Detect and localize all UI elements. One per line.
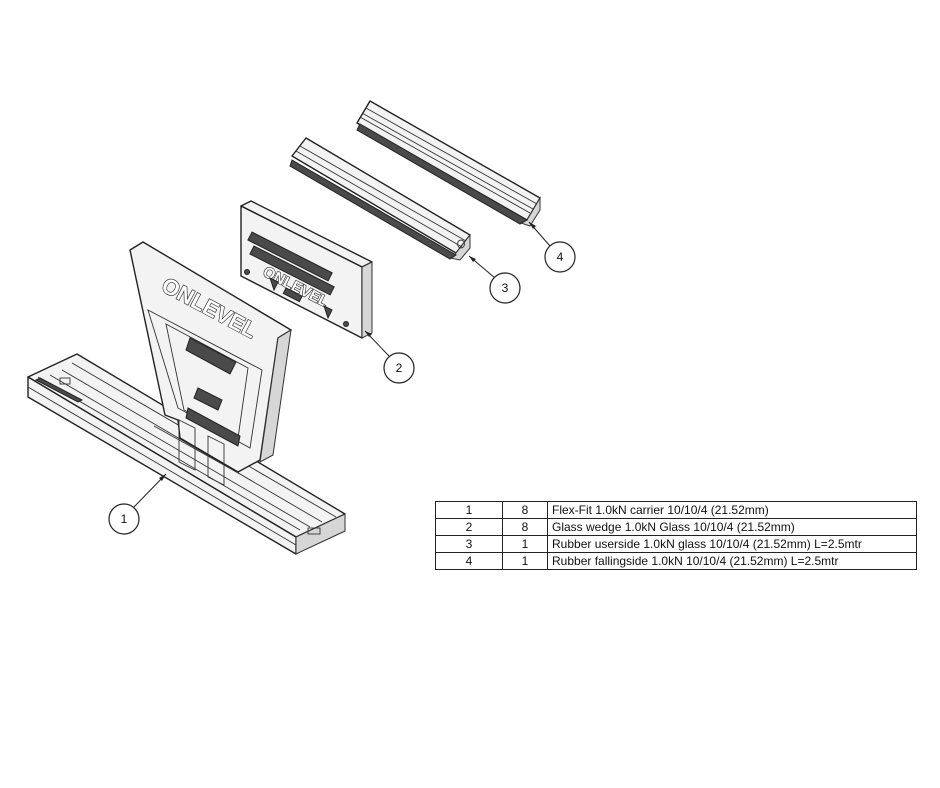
- bom-quantity: 8: [502, 501, 548, 519]
- bom-description: Rubber fallingside 1.0kN 10/10/4 (21.52m…: [547, 552, 917, 570]
- part-3-rubber-userside: [289, 137, 471, 261]
- bom-item-number: 4: [435, 552, 503, 570]
- bom-description: Flex-Fit 1.0kN carrier 10/10/4 (21.52mm): [547, 501, 917, 519]
- bom-item-number: 1: [435, 501, 503, 519]
- bom-item-number: 2: [435, 518, 503, 536]
- bom-item-number: 3: [435, 535, 503, 553]
- callout-2-number: 2: [396, 361, 403, 375]
- bom-description: Glass wedge 1.0kN Glass 10/10/4 (21.52mm…: [547, 518, 917, 536]
- part-1-carrier: ONLEVEL: [27, 241, 346, 555]
- part-2-glass-wedge: ONLEVEL: [240, 200, 373, 339]
- callout-4-number: 4: [557, 250, 564, 264]
- callout-4: 4: [528, 221, 576, 273]
- bom-quantity: 8: [502, 518, 548, 536]
- callout-2: 2: [364, 330, 415, 384]
- callout-1-number: 1: [121, 512, 128, 526]
- callout-3-number: 3: [502, 281, 509, 295]
- bom-quantity: 1: [502, 535, 548, 553]
- bom-quantity: 1: [502, 552, 548, 570]
- bom-description: Rubber userside 1.0kN glass 10/10/4 (21.…: [547, 535, 917, 553]
- callout-3: 3: [468, 255, 521, 304]
- part-4-rubber-fallingside: [356, 100, 541, 227]
- callout-1: 1: [108, 473, 167, 535]
